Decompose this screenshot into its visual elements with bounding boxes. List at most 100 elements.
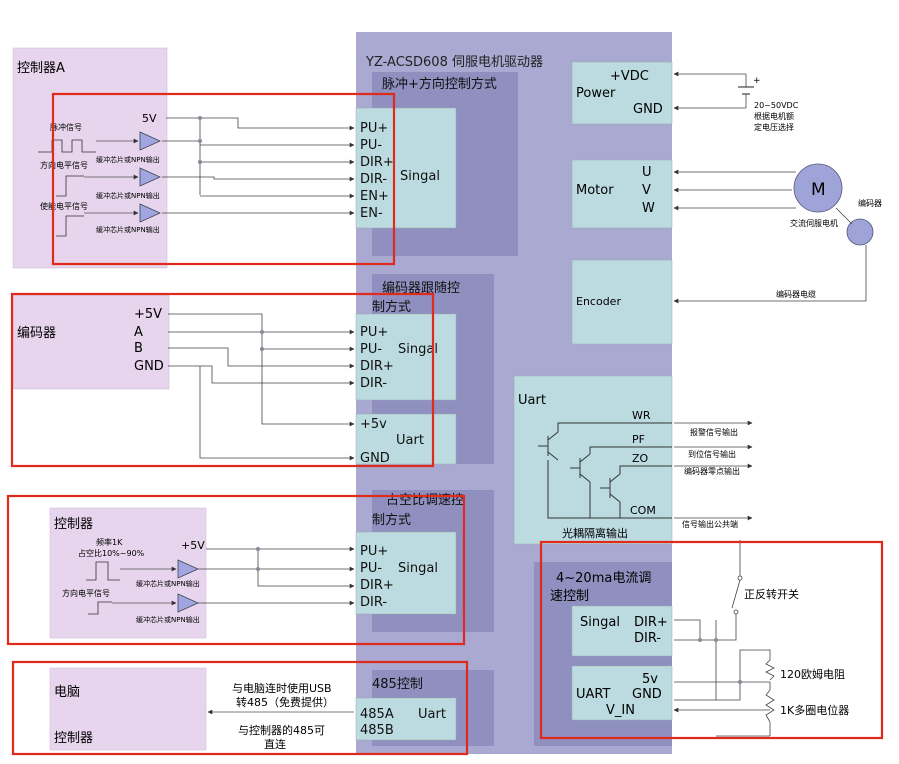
encoder-source-panel — [12, 294, 170, 390]
current-singal: Singal — [580, 615, 620, 630]
driver-title: YZ-ACSD608 伺服电机驱动器 — [365, 55, 543, 70]
power-title: Power — [576, 86, 616, 101]
duty-pu-plus: PU+ — [360, 544, 388, 559]
duty-pu-minus: PU- — [360, 561, 382, 576]
encoder-block-title: Encoder — [576, 295, 621, 308]
encoder-mode-title-2: 制方式 — [372, 299, 411, 315]
encoder-uart-box — [355, 413, 457, 465]
duty-supply: +5V — [181, 539, 205, 552]
buffer-3 — [139, 203, 161, 223]
encoder-source-b: B — [134, 341, 143, 356]
pc-controller-label: 控制器 — [54, 731, 93, 746]
highlight-rs485 — [11, 660, 469, 756]
encoder-block — [571, 259, 673, 345]
uart-out-zo: ZO — [632, 452, 649, 465]
pulse-signal-label: 脉冲信号 — [50, 122, 82, 132]
current-vin: V_IN — [606, 703, 635, 718]
pc-label: 电脑 — [54, 685, 80, 700]
encoder-mode-title-1: 编码器跟随控 — [382, 281, 460, 296]
switch-contact-top — [737, 575, 743, 581]
power-gnd: GND — [633, 102, 663, 117]
duty-dir-minus: DIR- — [360, 595, 387, 610]
pulse-dir-plus: DIR+ — [360, 155, 394, 170]
uart-out-title: Uart — [518, 393, 546, 408]
en-signal-label: 使能电平信号 — [40, 201, 88, 211]
duty-controller-title: 控制器 — [54, 517, 93, 532]
potentiometer — [765, 689, 775, 723]
enc-dir-minus: DIR- — [360, 376, 387, 391]
duty-singal: Singal — [398, 561, 438, 576]
current-uart: UART — [576, 687, 610, 702]
buffer-1 — [139, 131, 161, 151]
rs485-mode-title: 485控制 — [372, 677, 423, 692]
duty-dir-signal: 方向电平信号 — [62, 588, 110, 598]
encoder-cable — [673, 245, 867, 304]
pulse-dir-minus: DIR- — [360, 172, 387, 187]
motor-v: V — [642, 183, 651, 198]
motor-encoder-symbol — [846, 218, 874, 246]
direct-note-2: 直连 — [264, 737, 286, 751]
current-dir-plus: DIR+ — [634, 615, 668, 630]
enc-plus5v: +5v — [360, 417, 387, 432]
duty-ratio: 占空比10%~90% — [78, 548, 145, 558]
motor-encoder-caption: 编码器 — [858, 198, 882, 208]
enc-singal: Singal — [398, 342, 438, 357]
pulse-en-plus: EN+ — [360, 189, 389, 204]
enc-pu-minus: PU- — [360, 342, 382, 357]
power-vdc: +VDC — [610, 69, 649, 84]
dir-signal-label: 方向电平信号 — [40, 160, 88, 170]
wr-desc: 报警信号输出 — [690, 427, 738, 437]
current-mode-title-1: 4~20ma电流调 — [556, 571, 651, 586]
current-uart-box — [571, 665, 673, 721]
duty-waveform — [86, 561, 120, 581]
direct-note-1: 与控制器的485可 — [238, 723, 325, 737]
supply-note-2: 根据电机额 — [754, 111, 794, 121]
buffer-label-2: 缓冲芯片或NPN输出 — [96, 191, 160, 200]
motor-w: W — [642, 201, 655, 216]
pulse-mode-title: 脉冲+方向控制方式 — [382, 76, 497, 92]
encoder-source-a: A — [134, 325, 143, 340]
highlight-duty — [6, 494, 466, 646]
motor-symbol — [793, 163, 843, 213]
switch-contact-bottom — [733, 609, 739, 615]
supply-note-3: 定电压选择 — [754, 122, 794, 132]
transistor-2 — [570, 453, 591, 483]
duty-buffer-label-2: 缓冲芯片或NPN输出 — [136, 615, 200, 624]
motor-caption: 交流伺服电机 — [790, 218, 838, 228]
controller-a-title: 控制器A — [17, 61, 65, 76]
duty-mode-title-2: 制方式 — [372, 512, 411, 528]
pulse-singal-box — [355, 107, 457, 229]
current-gnd: GND — [632, 687, 662, 702]
encoder-singal-box — [355, 313, 457, 401]
transistor-3 — [600, 473, 621, 503]
zo-desc: 编码器零点输出 — [684, 466, 740, 476]
buffer-label-1: 缓冲芯片或NPN输出 — [96, 155, 160, 164]
motor-symbol-letter: M — [811, 180, 826, 200]
pulse-pu-plus: PU+ — [360, 121, 388, 136]
enc-uart: Uart — [396, 433, 424, 448]
encoder-cable-label: 编码器电缆 — [776, 289, 816, 299]
current-singal-box — [571, 605, 673, 657]
en-waveform — [56, 215, 84, 237]
duty-buffer-2 — [177, 593, 199, 613]
opto-wiring — [547, 422, 672, 519]
enc-dir-plus: DIR+ — [360, 359, 394, 374]
rs485-uart: Uart — [418, 707, 446, 722]
resistor-120 — [765, 659, 775, 681]
power-plus-sign: + — [753, 76, 761, 86]
controller-a-panel — [12, 47, 168, 269]
buffer-2 — [139, 167, 161, 187]
duty-buffer-1 — [177, 559, 199, 579]
usb-note-2: 转485（免费提供） — [236, 695, 334, 709]
current-5v: 5v — [642, 672, 658, 687]
dir-waveform — [56, 175, 84, 197]
uart-out-block — [513, 375, 673, 545]
pf-desc: 到位信号输出 — [688, 449, 736, 459]
pulse-en-minus: EN- — [360, 206, 383, 221]
rs485-box — [355, 697, 457, 741]
uart-out-com: COM — [630, 504, 656, 517]
transistor-1 — [538, 431, 559, 461]
current-mode-title-2: 速控制 — [550, 589, 589, 604]
controller-a-supply: 5V — [142, 112, 157, 125]
